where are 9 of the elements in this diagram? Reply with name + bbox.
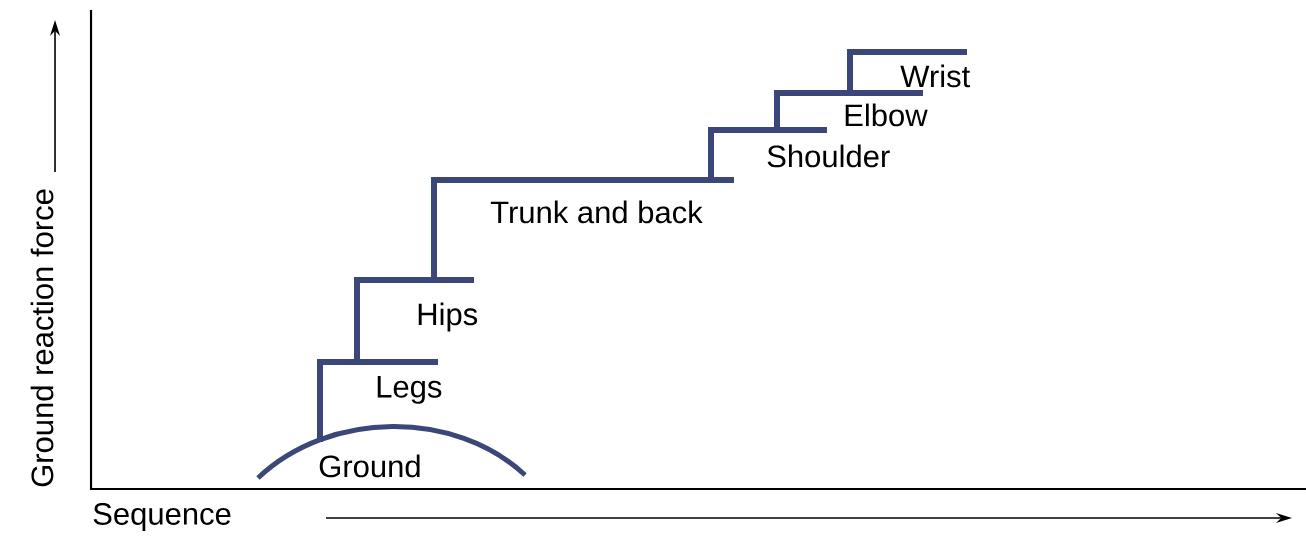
- step-label: Trunk and back: [490, 200, 703, 224]
- step-label: Legs: [377, 376, 442, 404]
- step-label: Wrist: [900, 64, 970, 88]
- axis-label: Sequence: [93, 502, 231, 532]
- step-label: Hips: [418, 302, 478, 332]
- step-label: Shoulder: [767, 144, 890, 168]
- step-label: Elbow: [845, 103, 928, 127]
- axis-label: Ground reaction force: [30, 189, 54, 487]
- step-label: Ground: [319, 454, 420, 478]
